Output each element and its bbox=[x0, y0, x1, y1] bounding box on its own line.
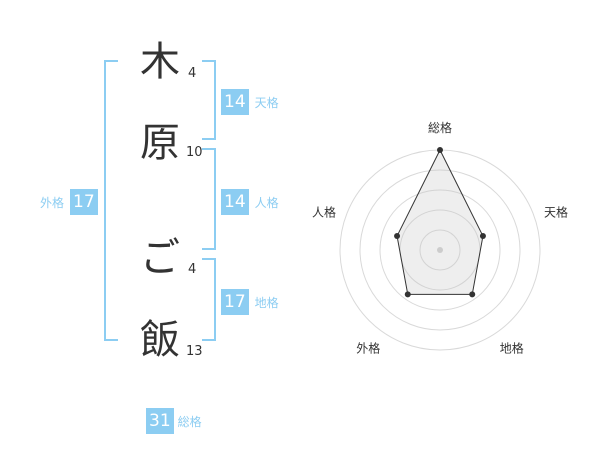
name-char-4: 飯 bbox=[140, 317, 180, 363]
radar-axis-label: 天格 bbox=[544, 204, 568, 219]
jinkaku-bracket bbox=[202, 148, 216, 250]
stroke-count-1: 4 bbox=[188, 66, 197, 81]
radar-axis-label: 総格 bbox=[428, 120, 452, 135]
radar-axis-label: 人格 bbox=[312, 204, 336, 219]
gaikaku-bracket bbox=[104, 60, 118, 341]
name-char-2: 原 bbox=[140, 120, 180, 166]
gaikaku-label: 外格 bbox=[40, 195, 65, 210]
radar-point bbox=[404, 291, 411, 298]
radar-center bbox=[437, 247, 443, 253]
tenkaku-badge: 14 天格 bbox=[221, 89, 279, 115]
chikaku-bracket bbox=[202, 258, 216, 341]
radar-area bbox=[396, 148, 484, 295]
chikaku-badge: 17 地格 bbox=[221, 289, 279, 315]
stroke-count-4: 13 bbox=[186, 344, 203, 359]
soukaku-value: 31 bbox=[146, 408, 174, 434]
radar-axis-label: 地格 bbox=[500, 341, 524, 356]
radar-point bbox=[479, 233, 486, 240]
radar-point bbox=[469, 291, 476, 298]
chikaku-value: 17 bbox=[221, 289, 249, 315]
radar-point bbox=[437, 147, 443, 153]
jinkaku-badge: 14 人格 bbox=[221, 189, 279, 215]
tenkaku-value: 14 bbox=[221, 89, 249, 115]
jinkaku-label: 人格 bbox=[254, 195, 279, 210]
soukaku-label: 総格 bbox=[177, 414, 202, 429]
name-char-3: ご bbox=[140, 235, 180, 281]
stroke-count-2: 10 bbox=[186, 145, 203, 160]
radar-grid-ring bbox=[359, 169, 521, 331]
radar-point bbox=[394, 233, 401, 240]
tenkaku-label: 天格 bbox=[254, 95, 279, 110]
chikaku-label: 地格 bbox=[254, 295, 279, 310]
gaikaku-value: 17 bbox=[70, 189, 98, 215]
soukaku-badge: 31 総格 bbox=[146, 408, 202, 434]
gaikaku-badge: 外格 17 bbox=[40, 189, 98, 215]
jinkaku-value: 14 bbox=[221, 189, 249, 215]
stroke-count-3: 4 bbox=[188, 262, 197, 277]
radar-grid-ring bbox=[379, 189, 501, 311]
radar-grid-ring bbox=[419, 229, 461, 271]
radar-axis-label: 外格 bbox=[356, 341, 380, 356]
tenkaku-bracket bbox=[202, 60, 216, 140]
name-char-1: 木 bbox=[140, 39, 180, 85]
